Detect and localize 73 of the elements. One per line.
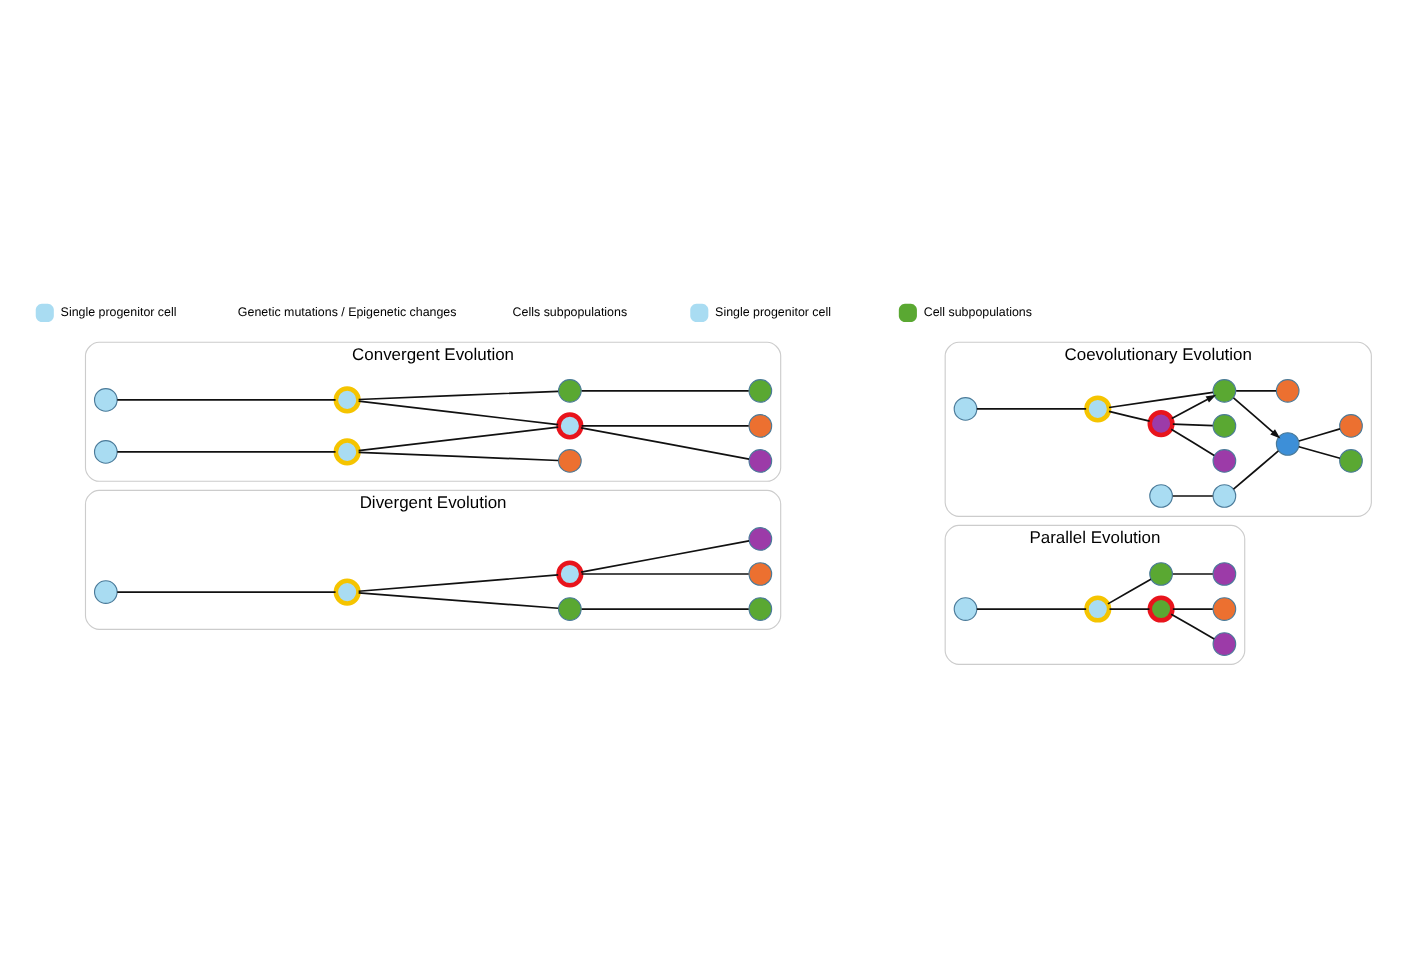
connector bbox=[1298, 428, 1341, 442]
node-circle bbox=[1149, 484, 1173, 508]
connector bbox=[1172, 608, 1214, 610]
node-circle bbox=[558, 597, 582, 621]
connector bbox=[357, 451, 559, 462]
node-circle bbox=[1149, 562, 1173, 586]
node-circle bbox=[1212, 414, 1237, 438]
connector bbox=[1298, 445, 1341, 460]
connector bbox=[1170, 613, 1216, 640]
node-circle bbox=[748, 562, 773, 586]
node-circle bbox=[1339, 449, 1363, 473]
node-circle bbox=[1147, 410, 1175, 438]
node-circle bbox=[1212, 379, 1237, 403]
connector bbox=[357, 592, 559, 610]
connector bbox=[1108, 410, 1151, 423]
connector bbox=[1108, 391, 1214, 409]
connector bbox=[116, 399, 337, 401]
node-circle bbox=[748, 527, 773, 551]
node-circle bbox=[1084, 395, 1112, 423]
cluster: Parallel Evolution bbox=[944, 524, 1246, 665]
connector bbox=[580, 608, 750, 610]
connector bbox=[580, 573, 750, 575]
node-circle bbox=[1084, 595, 1112, 623]
connector bbox=[1172, 495, 1214, 497]
cluster: Coevolutionary Evolution bbox=[944, 341, 1372, 517]
node-circle bbox=[1212, 484, 1237, 508]
connector bbox=[976, 608, 1087, 610]
connector bbox=[976, 408, 1087, 410]
connector bbox=[580, 425, 750, 427]
node-circle bbox=[93, 440, 118, 464]
arrow bbox=[1170, 394, 1217, 420]
node-circle bbox=[953, 397, 978, 421]
node-circle bbox=[1275, 432, 1300, 456]
node-circle bbox=[333, 386, 361, 414]
node-circle bbox=[556, 412, 584, 440]
node-circle bbox=[748, 414, 773, 438]
node-circle bbox=[1339, 414, 1363, 438]
node-circle bbox=[1212, 632, 1237, 656]
connector bbox=[116, 451, 337, 453]
node-circle bbox=[748, 449, 773, 473]
node-circle bbox=[953, 597, 978, 621]
node-circle bbox=[558, 379, 582, 403]
node-circle bbox=[1212, 597, 1237, 621]
arrow bbox=[1232, 396, 1281, 439]
node-circle bbox=[1147, 595, 1175, 623]
node-circle bbox=[1212, 562, 1237, 586]
connector bbox=[357, 390, 559, 401]
node-circle bbox=[93, 388, 118, 412]
connector bbox=[357, 426, 559, 452]
connector bbox=[1232, 450, 1280, 491]
node-circle bbox=[93, 580, 118, 604]
connector bbox=[116, 591, 337, 593]
node-circle bbox=[748, 379, 773, 403]
node-circle bbox=[558, 449, 582, 473]
node-circle bbox=[748, 597, 773, 621]
connector bbox=[357, 400, 559, 426]
connector bbox=[357, 574, 559, 593]
node-circle bbox=[1212, 449, 1237, 473]
node-circle bbox=[1275, 379, 1300, 403]
connector bbox=[1172, 423, 1214, 427]
cluster: Divergent Evolution bbox=[84, 489, 782, 630]
connector bbox=[580, 390, 750, 392]
connector bbox=[580, 426, 750, 460]
connector bbox=[1172, 573, 1214, 575]
connector bbox=[1108, 608, 1151, 610]
connector bbox=[1170, 428, 1216, 457]
connector bbox=[580, 540, 750, 573]
node-circle bbox=[333, 438, 361, 466]
node-circle bbox=[333, 578, 361, 606]
node-circle bbox=[556, 560, 584, 588]
cluster: Convergent Evolution bbox=[84, 341, 782, 482]
connector bbox=[1107, 578, 1152, 605]
connector bbox=[1235, 390, 1277, 392]
